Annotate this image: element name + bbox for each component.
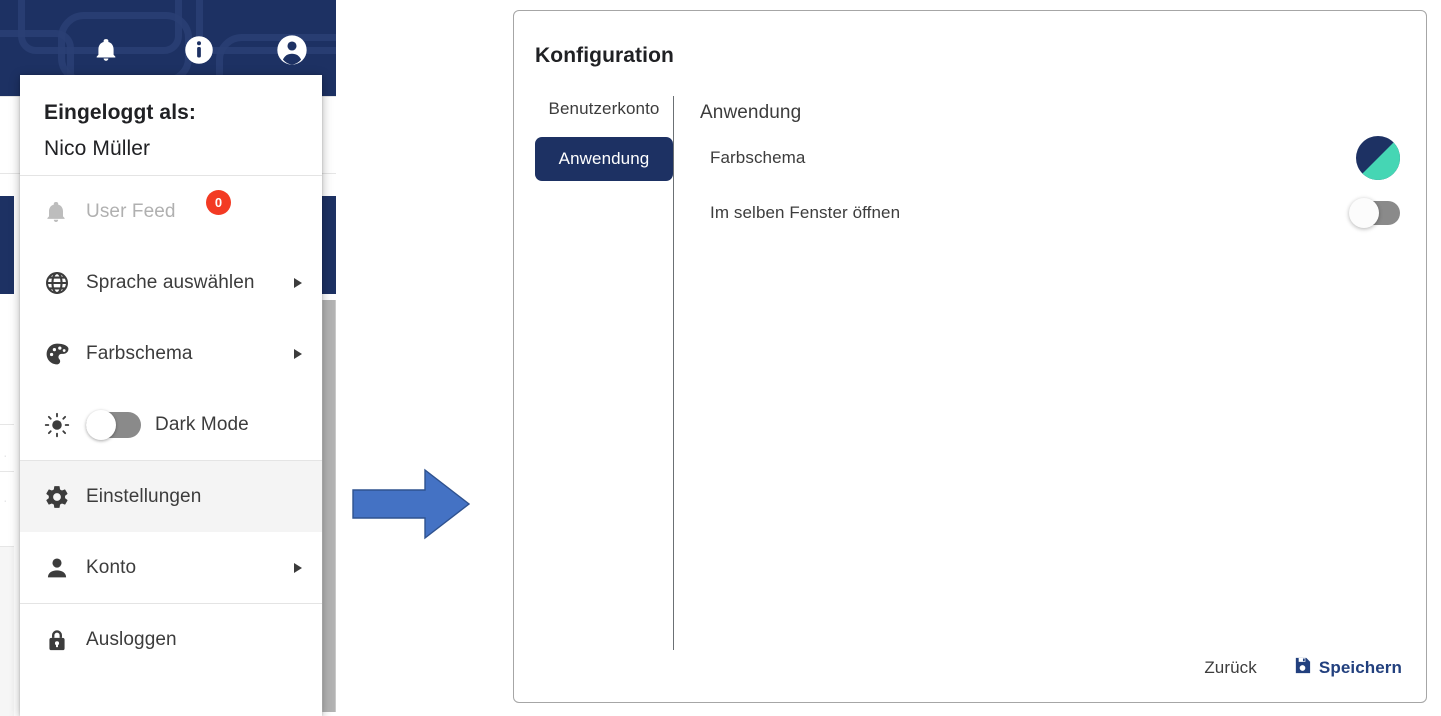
dialog-footer: Zurück Speichern xyxy=(1204,656,1402,680)
menu-divider xyxy=(20,460,322,461)
save-button-label: Speichern xyxy=(1318,658,1402,677)
lock-icon xyxy=(44,627,86,653)
background-divider xyxy=(0,424,14,425)
person-icon xyxy=(44,555,86,581)
dialog-tab-list: Benutzerkonto Anwendung xyxy=(535,93,673,181)
menu-item-label: Ausloggen xyxy=(86,628,177,650)
back-button[interactable]: Zurück xyxy=(1204,658,1257,677)
menu-item-label: Sprache auswählen xyxy=(86,271,255,293)
vertical-scrollbar[interactable] xyxy=(322,300,336,712)
menu-item-user-feed[interactable]: User Feed 0 xyxy=(20,176,322,247)
setting-label: Farbschema xyxy=(710,148,806,167)
menu-item-settings[interactable]: Einstellungen xyxy=(20,461,322,532)
menu-item-select-language[interactable]: Sprache auswählen xyxy=(20,247,322,318)
user-dropdown-menu: Eingeloggt als: Nico Müller User Feed 0 xyxy=(20,75,322,716)
menu-item-label: Farbschema xyxy=(86,342,193,364)
background-speck: · xyxy=(4,453,7,460)
app-screenshot-region: · · Eingeloggt als: Nico Müller User Fee… xyxy=(0,0,336,716)
setting-row-same-window: Im selben Fenster öffnen xyxy=(710,198,1400,228)
info-icon[interactable] xyxy=(179,30,219,70)
chevron-right-icon xyxy=(294,277,302,288)
color-scheme-swatch[interactable] xyxy=(1356,136,1400,180)
toggle-knob xyxy=(1349,198,1379,228)
menu-item-label: Dark Mode xyxy=(155,413,249,435)
menu-item-logout[interactable]: Ausloggen xyxy=(20,604,322,675)
navy-sidebar-strip-left xyxy=(0,196,14,294)
menu-divider xyxy=(20,603,322,604)
dark-mode-toggle[interactable] xyxy=(86,409,141,440)
palette-icon xyxy=(44,341,86,367)
logged-in-user-block: Eingeloggt als: Nico Müller xyxy=(20,75,322,175)
tab-benutzerkonto[interactable]: Benutzerkonto xyxy=(548,99,660,118)
header-decoration xyxy=(196,0,336,54)
background-divider xyxy=(0,471,14,472)
save-floppy-icon xyxy=(1293,656,1312,680)
flow-arrow-icon xyxy=(352,468,470,540)
menu-item-dark-mode[interactable]: Dark Mode xyxy=(20,389,322,460)
header-decoration xyxy=(0,30,74,96)
setting-label: Im selben Fenster öffnen xyxy=(710,203,901,222)
toggle-knob xyxy=(86,409,116,440)
dialog-title: Konfiguration xyxy=(535,44,674,67)
user-name: Nico Müller xyxy=(44,137,151,160)
menu-item-label: Einstellungen xyxy=(86,485,202,507)
background-divider xyxy=(0,546,14,547)
user-feed-count-badge: 0 xyxy=(206,190,231,215)
background-speck: · xyxy=(4,498,7,505)
gear-icon xyxy=(44,484,86,510)
background-panel xyxy=(0,546,14,716)
globe-icon xyxy=(44,270,86,296)
setting-row-color-scheme: Farbschema xyxy=(710,136,1400,180)
sun-icon xyxy=(44,412,86,438)
configuration-dialog: Konfiguration Benutzerkonto Anwendung An… xyxy=(513,10,1427,703)
tab-anwendung[interactable]: Anwendung xyxy=(535,137,673,181)
account-circle-icon[interactable] xyxy=(272,30,312,70)
menu-item-account[interactable]: Konto xyxy=(20,532,322,603)
logged-in-label: Eingeloggt als: xyxy=(44,101,197,124)
section-title: Anwendung xyxy=(700,102,802,123)
notifications-bell-icon[interactable] xyxy=(86,30,126,70)
navy-sidebar-strip-right xyxy=(321,196,336,294)
menu-item-label: Konto xyxy=(86,556,137,578)
save-button[interactable]: Speichern xyxy=(1293,656,1402,680)
dialog-vertical-divider xyxy=(673,96,674,650)
same-window-toggle[interactable] xyxy=(1349,198,1400,228)
chevron-right-icon xyxy=(294,562,302,573)
header-decoration xyxy=(216,34,336,96)
menu-item-color-scheme[interactable]: Farbschema xyxy=(20,318,322,389)
menu-divider xyxy=(20,175,322,176)
menu-item-label: User Feed xyxy=(86,200,176,222)
chevron-right-icon xyxy=(294,348,302,359)
bell-icon xyxy=(44,199,86,225)
